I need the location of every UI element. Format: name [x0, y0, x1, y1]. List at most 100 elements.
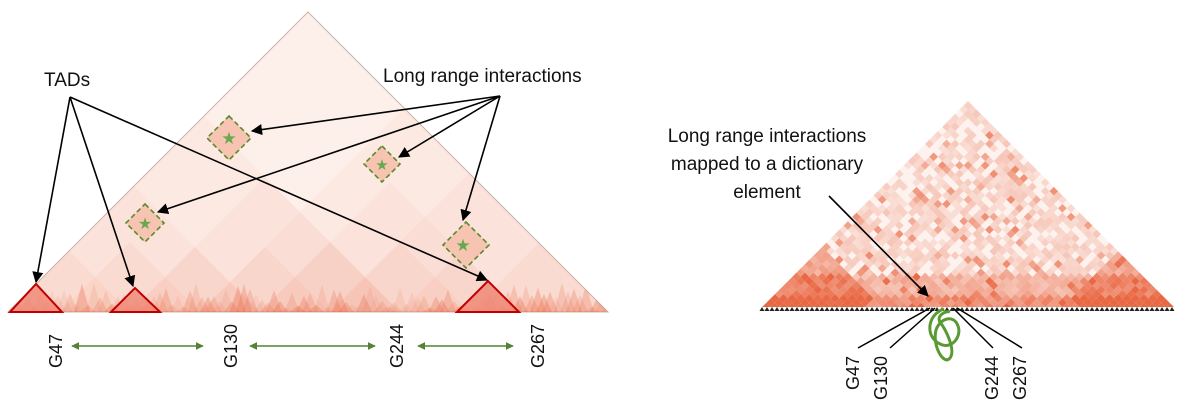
heatmap-cell: [1071, 276, 1080, 286]
heatmap-diagonal-cell: [590, 295, 606, 312]
heatmap-cell: [963, 178, 973, 187]
heatmap-cell: [865, 208, 874, 217]
heatmap-cell: [1036, 259, 1046, 269]
heatmap-domain: [200, 247, 330, 312]
heatmap-cell: [907, 208, 917, 217]
heatmap-cell: [1088, 259, 1097, 269]
heatmap-cell: [985, 294, 994, 303]
heatmap-cell: [989, 212, 999, 222]
heatmap-cell: [1079, 268, 1089, 277]
heatmap-cell: [929, 152, 938, 162]
heatmap-cell: [1045, 276, 1054, 286]
heatmap-cell: [912, 195, 921, 204]
heatmap-cell: [993, 225, 1003, 235]
heatmap-cell: [1036, 276, 1046, 286]
heatmap-cell: [873, 251, 883, 260]
heatmap-cell: [955, 264, 964, 273]
heatmap-cell: [1092, 238, 1102, 247]
heatmap-cell: [804, 302, 814, 307]
heatmap-cell: [1002, 173, 1011, 183]
heatmap-cell: [980, 118, 990, 127]
heatmap-cell: [993, 259, 1003, 269]
heatmap-cell: [895, 229, 904, 239]
heatmap-cell: [1079, 294, 1089, 303]
heatmap-cell: [843, 289, 853, 299]
heatmap-cell: [1071, 216, 1080, 226]
heatmap-cell: [843, 272, 853, 282]
axis-tick: [964, 307, 970, 311]
heatmap-cell: [993, 234, 1003, 243]
heatmap-cell: [886, 195, 896, 204]
heatmap-diagonal-cell: [548, 296, 564, 312]
heatmap-cell: [809, 281, 818, 290]
axis-tick: [769, 307, 775, 311]
heatmap-cell: [1053, 285, 1063, 295]
heatmap-cell: [804, 276, 814, 286]
heatmap-diagonal-cell: [182, 290, 198, 312]
heatmap-cell: [817, 246, 827, 256]
heatmap-cell: [1010, 285, 1020, 295]
heatmap-cell: [1015, 229, 1024, 239]
heatmap-cell: [1058, 272, 1067, 282]
heatmap-cell: [929, 212, 938, 222]
heatmap-cell: [933, 225, 943, 235]
heatmap-cell: [1049, 238, 1059, 247]
heatmap-cell: [925, 251, 934, 260]
heatmap-cell: [1075, 221, 1084, 230]
heatmap-cell: [1002, 276, 1011, 286]
heatmap-cell: [792, 281, 801, 290]
heatmap-cell: [787, 302, 797, 307]
tad-arrow-3: [69, 96, 489, 282]
heatmap-cell: [937, 212, 947, 222]
heatmap-diagonal-cell: [404, 291, 420, 312]
heatmap-cell: [1113, 268, 1123, 277]
heatmap-diagonal-cell: [206, 296, 222, 312]
heatmap-cell: [1015, 281, 1024, 290]
heatmap-cell: [1019, 216, 1029, 226]
heatmap-cell: [937, 143, 947, 153]
heatmap-cell: [976, 165, 986, 174]
heatmap-cell: [942, 208, 951, 217]
interaction-boxes: ★ ★ ★ ★: [124, 114, 491, 270]
genome-label-g267: G267: [528, 324, 548, 368]
heatmap-cell: [963, 204, 973, 213]
heatmap-cell: [1088, 302, 1097, 307]
heatmap-diagonal-cell: [440, 289, 456, 312]
heatmap-cell: [972, 221, 981, 230]
heatmap-cell: [968, 191, 977, 200]
heatmap-cell: [822, 268, 831, 277]
heatmap-cell: [998, 246, 1007, 256]
heatmap-diagonal-cell: [524, 295, 540, 312]
heatmap-cell: [972, 298, 981, 307]
heatmap-cell: [980, 152, 990, 162]
heatmap-cell: [1023, 246, 1033, 256]
tad-triangle-3: [454, 279, 522, 313]
heatmap-cell: [1010, 165, 1020, 174]
heatmap-cell: [912, 221, 921, 230]
axis-tick: [849, 307, 855, 311]
axis-tick: [899, 307, 905, 311]
heatmap-cell: [937, 152, 947, 162]
heatmap-cell: [1152, 289, 1162, 299]
heatmap-cell: [942, 182, 951, 192]
axis-tick: [949, 307, 955, 311]
heatmap-cell: [1049, 264, 1059, 273]
heatmap-cell: [912, 178, 921, 187]
heatmap-cell: [946, 118, 956, 127]
heatmap-cell: [1002, 216, 1011, 226]
axis-tick: [819, 307, 825, 311]
heatmap-cell: [847, 259, 857, 269]
axis-tick: [984, 307, 990, 311]
heatmap-cell: [963, 281, 973, 290]
heatmap-cell: [809, 272, 818, 282]
heatmap-cell: [779, 302, 788, 307]
heatmap-cell: [1045, 199, 1054, 209]
heatmap-cell: [822, 285, 831, 295]
heatmap-diagonal-cell: [356, 294, 372, 312]
right-genome-label-g47: G47: [843, 356, 863, 390]
heatmap-cell: [937, 169, 947, 179]
heatmap-cell: [998, 255, 1007, 265]
heatmap-cell: [903, 246, 913, 256]
heatmap-cell: [1079, 242, 1089, 252]
heatmap-cell: [813, 251, 823, 260]
